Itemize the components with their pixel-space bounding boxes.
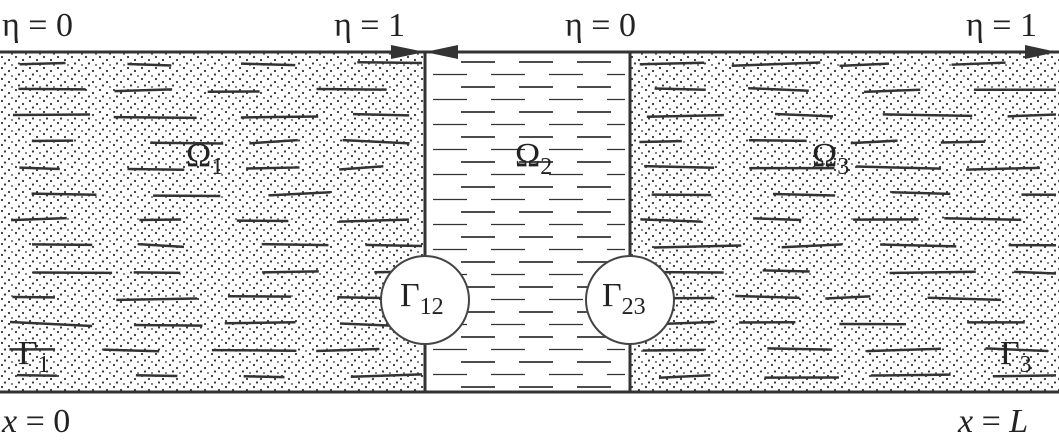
streak xyxy=(882,113,973,118)
streak xyxy=(753,217,802,222)
arrow-right-icon xyxy=(391,45,425,59)
streak xyxy=(767,347,833,351)
gamma23-circle xyxy=(585,255,675,345)
streak xyxy=(965,166,1040,171)
streak xyxy=(825,295,871,300)
streak xyxy=(339,165,384,171)
omega1-label: Ω1 xyxy=(186,137,223,180)
streak xyxy=(243,374,285,379)
streak xyxy=(127,167,185,171)
streak xyxy=(985,347,1049,353)
streak xyxy=(103,348,160,353)
streak xyxy=(150,141,224,145)
arrow-right-end-icon xyxy=(1025,45,1057,59)
streak xyxy=(268,191,331,197)
streak xyxy=(9,320,93,328)
streak xyxy=(114,88,173,93)
eta-interface1-label: η = 1 xyxy=(334,7,405,44)
streak xyxy=(338,218,409,223)
streak xyxy=(951,61,1006,66)
eta-middle-top-label: η = 0 xyxy=(565,7,636,44)
streak xyxy=(654,87,706,92)
streak xyxy=(653,244,742,249)
streak xyxy=(839,62,890,68)
streak xyxy=(19,166,60,171)
streak xyxy=(644,164,715,170)
streak xyxy=(735,294,800,300)
streak xyxy=(866,347,941,353)
streak xyxy=(10,216,67,222)
streak xyxy=(639,61,705,66)
streak xyxy=(658,373,711,379)
x-start-label: x = 0 xyxy=(1,403,70,440)
streak xyxy=(762,269,810,273)
streak xyxy=(16,373,57,378)
streak xyxy=(127,62,172,67)
gamma12-label: Γ12 xyxy=(400,277,444,320)
streak xyxy=(357,61,423,65)
eta-right-top-label: η = 1 xyxy=(966,7,1037,44)
streak xyxy=(748,86,809,92)
streak xyxy=(316,87,387,91)
streak xyxy=(870,373,951,377)
omega3-region xyxy=(630,52,1059,392)
streak xyxy=(246,166,300,170)
streak xyxy=(864,88,921,94)
streak xyxy=(135,374,178,378)
arrow-left-icon xyxy=(425,45,458,59)
gamma23-label: Γ23 xyxy=(602,277,646,320)
streak xyxy=(880,243,957,248)
omega2-label: Ω2 xyxy=(515,137,552,180)
gamma1-label: Γ1 xyxy=(18,335,50,378)
streak xyxy=(856,165,942,170)
gamma12-circle xyxy=(380,255,470,345)
streak xyxy=(31,192,97,197)
streak xyxy=(772,192,836,197)
streak xyxy=(940,140,986,144)
streak xyxy=(640,218,702,223)
streak xyxy=(240,115,319,119)
streak xyxy=(211,348,297,352)
streak xyxy=(139,218,182,222)
streak xyxy=(350,373,423,379)
streak xyxy=(224,321,296,325)
streak xyxy=(889,270,976,275)
streak xyxy=(775,112,834,118)
streak xyxy=(639,139,682,144)
streak xyxy=(927,296,1002,302)
streak xyxy=(352,112,410,117)
streak xyxy=(731,61,821,68)
streak xyxy=(137,242,185,249)
streak xyxy=(1007,113,1057,118)
streak xyxy=(113,115,197,120)
streak xyxy=(116,297,198,302)
omega3-label: Ω3 xyxy=(812,137,849,180)
streak xyxy=(944,216,1022,222)
streak xyxy=(316,347,380,353)
streak xyxy=(365,243,423,248)
streak xyxy=(262,270,319,274)
streak xyxy=(1014,270,1057,275)
streak xyxy=(133,323,203,327)
streak xyxy=(850,139,898,145)
streak xyxy=(19,61,66,66)
streak xyxy=(748,139,807,143)
streak xyxy=(261,242,329,247)
streak xyxy=(646,113,724,118)
eta-left-top-label: η = 0 xyxy=(2,7,73,44)
fluid-dashes xyxy=(433,61,625,388)
streak xyxy=(240,62,296,67)
streak xyxy=(339,322,395,328)
streak xyxy=(249,138,298,145)
streak xyxy=(891,190,951,196)
gamma3-label: Γ3 xyxy=(1000,335,1032,378)
streak xyxy=(781,243,843,249)
x-end-label: x = L xyxy=(957,403,1028,440)
porous-streaks xyxy=(9,61,1057,379)
streak xyxy=(992,374,1057,378)
streak xyxy=(342,138,410,145)
streak xyxy=(642,348,705,352)
